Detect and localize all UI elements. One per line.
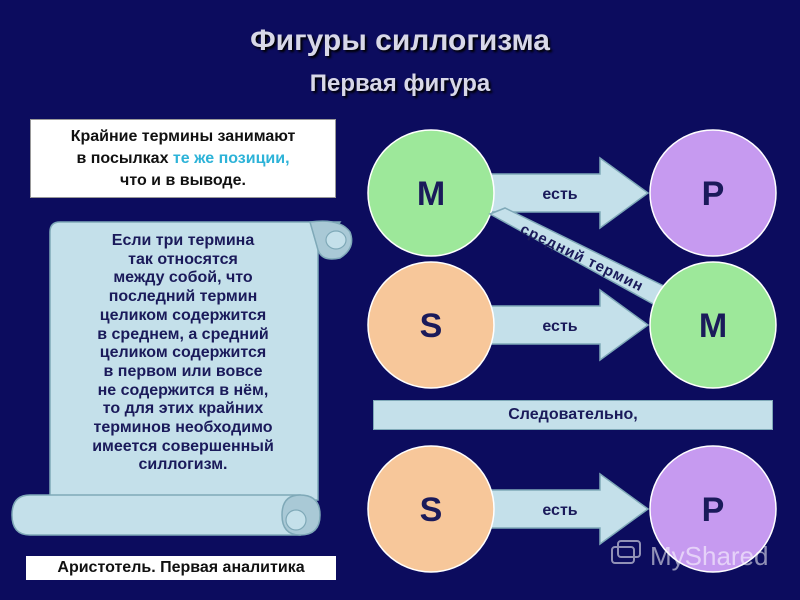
arrow-row1: есть [469, 156, 650, 230]
scroll-line: терминов необходимо [93, 419, 273, 437]
watermark-text: MyShared [650, 541, 769, 571]
rule-note-line1: Крайние термины занимают [70, 128, 296, 145]
scroll-line: последний термин [108, 288, 258, 306]
circle-row3-left [367, 445, 495, 573]
scroll-line: Если три термина [111, 232, 255, 249]
arrow-row1-label: есть [542, 186, 577, 203]
circle-row1-right [649, 129, 777, 257]
arrow-row3: есть [469, 472, 650, 546]
rule-note-line2: в посылках [76, 150, 173, 167]
term-row1-right: P [702, 175, 725, 213]
rule-note-line3: что и в выводе. [120, 172, 246, 189]
conclusion-bar: Следовательно, [373, 400, 773, 430]
arrow-row3-label: есть [542, 502, 577, 519]
scroll-line: в первом или вовсе [103, 362, 263, 380]
scroll-line: между собой, что [113, 269, 253, 287]
scroll-line: силлогизм. [138, 456, 228, 474]
scroll-line: имеется совершенный [92, 437, 274, 455]
term-row2-right: M [699, 307, 727, 345]
term-row3-left: S [420, 491, 443, 529]
scroll-line: целиком содержится [99, 344, 267, 362]
rule-note: Крайние термины занимают в посылках те ж… [30, 119, 336, 198]
scroll-text: Если три термина так относятся между соб… [52, 232, 314, 475]
scroll-line: так относятся [128, 250, 238, 268]
scroll-line: в среднем, а средний [97, 325, 269, 343]
term-row1-left: M [417, 175, 445, 213]
arrow-row2: есть [469, 288, 650, 362]
middle-term-label: средний термин [518, 221, 647, 295]
circle-row2-right [649, 261, 777, 389]
circle-row2-left [367, 261, 495, 389]
scroll-line: то для этих крайних [102, 400, 264, 418]
rule-note-highlight: те же позиции, [172, 150, 290, 167]
page-subtitle: Первая фигура [309, 70, 491, 97]
term-row2-left: S [420, 307, 443, 345]
circle-row1-left [367, 129, 495, 257]
scroll-line: не содержится в нём, [97, 381, 269, 399]
arrow-row2-label: есть [542, 318, 577, 335]
middle-term-band: средний термин [488, 207, 674, 306]
page-title: Фигуры силлогизма [250, 24, 550, 57]
circle-row3-right [649, 445, 777, 573]
scroll-line: целиком содержится [99, 306, 267, 324]
term-row3-right: P [702, 491, 725, 529]
source-citation: Аристотель. Первая аналитика [26, 556, 336, 580]
watermark-logo: MyShared [611, 540, 769, 571]
